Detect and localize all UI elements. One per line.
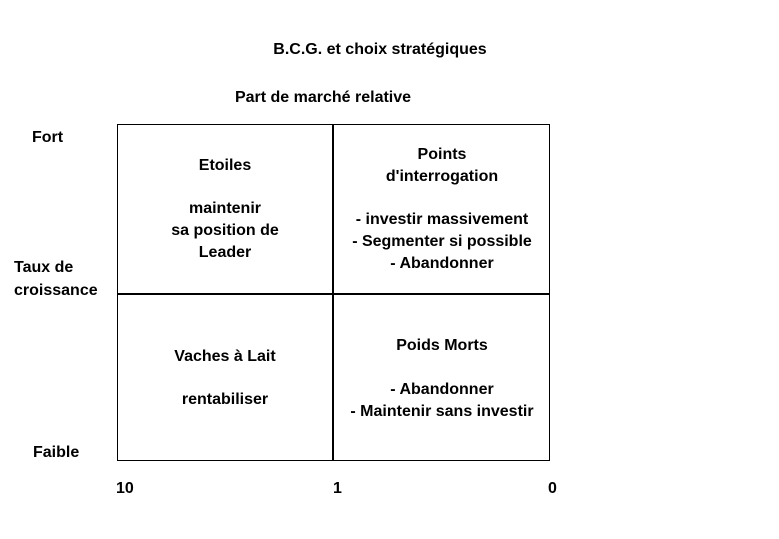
quadrant-name-line1: Points [417,146,467,163]
x-tick-0: 0 [548,480,557,497]
y-axis-low-label: Faible [33,444,80,461]
x-axis-label: Part de marché relative [234,89,412,106]
matrix-horizontal-divider [117,293,550,295]
quadrant-etoiles-name: Etoiles [198,157,252,174]
quadrant-points-interrogation-strategy: - investir massivement - Segmenter si po… [334,209,550,275]
y-axis-label-line1: Taux de [14,259,74,276]
strategy-line: - Maintenir sans investir [350,403,534,420]
strategy-line: - Abandonner [390,381,494,398]
strategy-line: rentabiliser [181,391,269,408]
diagram-title: B.C.G. et choix stratégiques [273,41,487,58]
y-axis-label-line2: croissance [14,282,98,299]
quadrant-etoiles-strategy: maintenir sa position de Leader [117,198,333,264]
quadrant-poids-morts-strategy: - Abandonner - Maintenir sans investir [334,379,550,423]
quadrant-vaches-a-lait-name: Vaches à Lait [174,348,276,365]
strategy-line: maintenir [188,200,261,217]
matrix-vertical-divider [332,124,334,461]
y-axis-high-label: Fort [32,129,64,146]
x-tick-1: 1 [333,480,342,497]
quadrant-poids-morts-name: Poids Morts [396,337,488,354]
quadrant-vaches-a-lait-strategy: rentabiliser [117,389,333,411]
x-tick-10: 10 [116,480,134,497]
strategy-line: - Abandonner [390,255,494,272]
y-axis-label: Taux de croissance [14,256,124,302]
strategy-line: - investir massivement [355,211,529,228]
quadrant-name-line2: d'interrogation [385,168,499,185]
strategy-line: - Segmenter si possible [352,233,532,250]
strategy-line: Leader [198,244,252,261]
strategy-line: sa position de [171,222,279,239]
quadrant-points-interrogation-name: Points d'interrogation [334,144,550,188]
